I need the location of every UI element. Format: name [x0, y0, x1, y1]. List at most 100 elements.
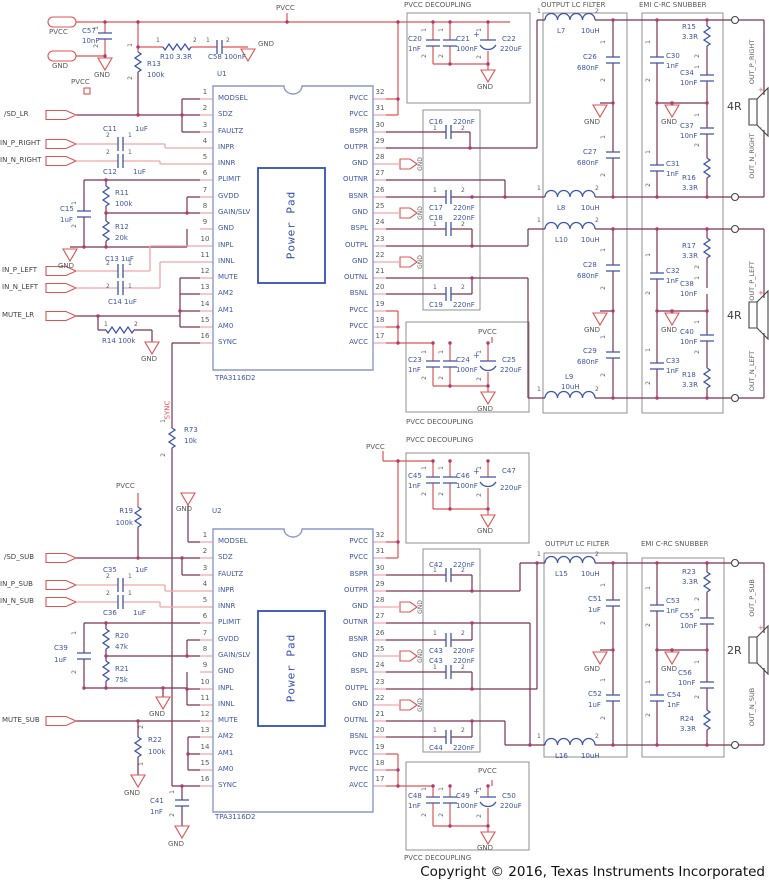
schematic-label: C23 [408, 356, 422, 364]
schematic-label: MODSEL [218, 94, 248, 102]
schematic-label: R24 [680, 715, 694, 723]
schematic-label: 1 [476, 28, 483, 32]
schematic-label: GND [661, 326, 678, 334]
schematic-label: PVCC [71, 78, 90, 86]
schematic-label: 1nF [408, 482, 421, 490]
gnd-arrow-icon [399, 158, 418, 711]
schematic-label: C29 [583, 347, 597, 355]
schematic-label: PVCC [366, 443, 385, 451]
schematic-label: L15 [555, 570, 568, 578]
schematic-label: 16 [200, 332, 210, 340]
schematic-label: 25 [375, 202, 385, 210]
schematic-label: 4 [202, 137, 208, 145]
refdes-u1: U1 [217, 70, 227, 78]
schematic-label: 220nF [453, 561, 475, 569]
schematic-label: 10uH [581, 236, 600, 244]
schematic-label: 680nF [577, 272, 599, 280]
schematic-label: 3 [202, 121, 208, 129]
schematic-label: PVCC [349, 322, 368, 330]
part-u1: TPA3116D2 [215, 374, 256, 382]
schematic-label: GND [477, 405, 494, 413]
schematic-label: C25 [502, 356, 516, 364]
schematic-label: 1 [645, 680, 652, 684]
schematic-label: PLIMIT [218, 175, 241, 183]
schematic-label: OUTNL [343, 273, 368, 281]
schematic-label: INNL [218, 700, 235, 708]
schematic-label: GND [417, 255, 424, 269]
schematic-label: C17 [429, 204, 443, 212]
schematic-label: 2 [106, 149, 110, 156]
schematic-label: GND [351, 159, 368, 167]
schematic-label: C28 [583, 261, 597, 269]
schematic-label: 1 [128, 149, 132, 156]
schematic-label: 3 [202, 564, 208, 572]
schematic-label: 31 [375, 547, 385, 555]
schematic-label: INNL [218, 257, 235, 265]
section-pvcc-decoupling-1: PVCC DECOUPLING [404, 1, 472, 9]
schematic-label: C35 [103, 566, 117, 574]
schematic-label: 2 [600, 621, 607, 625]
schematic-label: GND [124, 789, 141, 797]
schematic-label: GND [417, 206, 424, 220]
schematic-label: 100nF [456, 482, 478, 490]
schematic-label: MUTE [218, 716, 238, 724]
section-pvcc-decoupling-4: PVCC DECOUPLING [404, 854, 472, 862]
ic-outline [212, 85, 374, 813]
schematic-label: GND [584, 118, 601, 126]
schematic-label: R23 [682, 568, 696, 576]
schematic-label: 1 [600, 135, 607, 139]
schematic-label: C57 [82, 27, 96, 35]
schematic-label: - [759, 326, 762, 335]
schematic-label: 1nF [408, 802, 421, 810]
schematic-label: SYNC [218, 338, 237, 346]
schematic-label: 1 [433, 187, 437, 194]
schematic-label: 1uF [133, 609, 146, 617]
refdes-u2: U2 [212, 507, 222, 515]
schematic-label: 1 [160, 419, 167, 423]
schematic-label: 1 [537, 551, 541, 558]
schematic-label: 15 [200, 759, 210, 767]
schematic-label: 2 [226, 37, 230, 44]
schematic-label: R22 [148, 736, 162, 744]
schematic-label: INPL [218, 684, 234, 692]
schematic-label: 2 [645, 713, 652, 717]
schematic-label: 2 [138, 725, 145, 729]
schematic-label: 24 [375, 218, 385, 226]
section-output-lc-filter-1: OUTPUT LC FILTER [541, 1, 606, 9]
schematic-label: 220uF [500, 484, 522, 492]
schematic-label: 1 [93, 26, 100, 30]
schematic-label: 1 [128, 590, 132, 597]
schematic-label: 9 [202, 218, 208, 226]
schematic-label: GND [351, 602, 368, 610]
schematic-label: GND [258, 40, 275, 48]
port-mute-lr: MUTE_LR [2, 311, 35, 319]
schematic-label: 14 [200, 300, 210, 308]
schematic-label: R18 [682, 371, 696, 379]
schematic-label: C13 1uF [105, 255, 134, 263]
schematic-label: 10k [184, 437, 197, 445]
schematic-label: 2 [600, 173, 607, 177]
schematic-label: 1uF [135, 566, 148, 574]
schematic-label: R16 [682, 174, 696, 182]
schematic-label: 2 [645, 381, 652, 385]
schematic-label: 1 [600, 583, 607, 587]
schematic-label: 1 [433, 567, 437, 574]
schematic-label: 1nF [666, 62, 679, 70]
schematic-label: 1 [645, 348, 652, 352]
schematic-label: OUTNR [342, 175, 368, 183]
port-pvcc: PVCC [49, 28, 68, 36]
schematic-label: 100nF [456, 366, 478, 374]
schematic-label: 3.3R [682, 381, 698, 389]
schematic-label: 1nF [666, 277, 679, 285]
schematic-label: 32 [375, 88, 385, 96]
schematic-label: 28 [375, 596, 385, 604]
schematic-label: 2 [461, 125, 465, 132]
schematic-label: 1nF [150, 808, 163, 816]
schematic-label: 7 [202, 186, 208, 194]
schematic-label: GND [58, 262, 75, 270]
schematic-label: 3.3R [682, 184, 698, 192]
schematic-label: 220nF [453, 657, 475, 665]
schematic-label: AVCC [349, 781, 368, 789]
schematic-label: GND [417, 649, 424, 663]
